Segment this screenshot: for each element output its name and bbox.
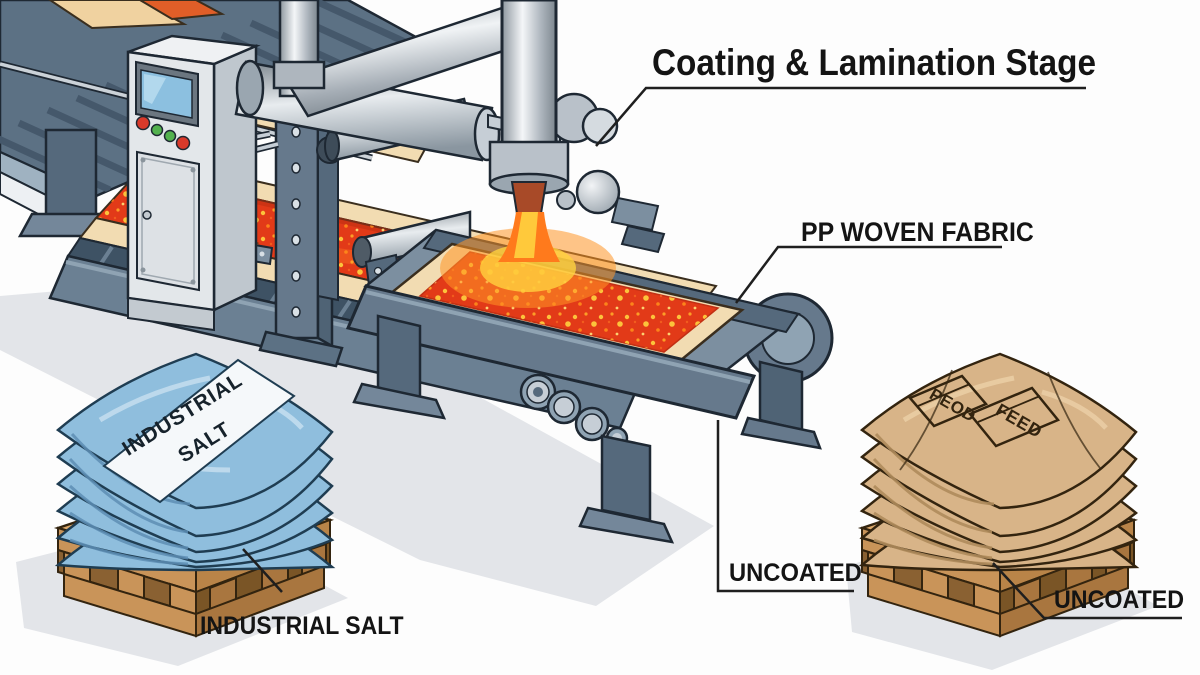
feed-bag-stack: PEOD FEED bbox=[858, 352, 1140, 572]
end-dome bbox=[556, 169, 666, 254]
button-green-2 bbox=[163, 129, 177, 143]
conveyor-leg bbox=[44, 128, 98, 224]
table-front-rail bbox=[345, 284, 757, 420]
salt-bag-stack: INDUSTRIAL SALT bbox=[54, 352, 336, 572]
uncoated-right-label: UNCOATED bbox=[1054, 586, 1185, 614]
cabinet-buttons[interactable] bbox=[135, 115, 191, 151]
table-legs bbox=[352, 314, 822, 544]
diagram-title: Coating & Lamination Stage bbox=[652, 42, 1097, 83]
button-red-1 bbox=[135, 115, 151, 131]
cabinet-door[interactable] bbox=[136, 150, 200, 292]
title-leader bbox=[595, 86, 1086, 147]
pour-pipe bbox=[500, 0, 558, 156]
uncoated-center-label: UNCOATED bbox=[729, 559, 862, 587]
pour-assembly bbox=[440, 140, 616, 308]
pp-woven-fabric-label: PP WOVEN FABRIC bbox=[801, 217, 1034, 247]
button-red-2 bbox=[175, 135, 191, 151]
industrial-salt-caption: INDUSTRIAL SALT bbox=[200, 612, 404, 640]
uncoated-center-leader bbox=[716, 420, 854, 593]
button-green-1 bbox=[150, 123, 164, 137]
fabric-leader bbox=[735, 245, 1002, 304]
feed-print-box-right bbox=[967, 386, 1061, 448]
door-handle bbox=[142, 210, 152, 220]
bolt-holes bbox=[291, 126, 301, 318]
hot-item-on-conveyor bbox=[138, 0, 226, 21]
salt-bag-label-band bbox=[102, 358, 296, 504]
chrome-assembly bbox=[234, 0, 619, 162]
salt-leader bbox=[242, 548, 283, 593]
feed-print-box-left bbox=[907, 374, 989, 428]
uncoated-right-leader bbox=[992, 562, 1182, 620]
pipe-collar bbox=[272, 60, 326, 90]
leader-lines bbox=[242, 86, 1182, 620]
